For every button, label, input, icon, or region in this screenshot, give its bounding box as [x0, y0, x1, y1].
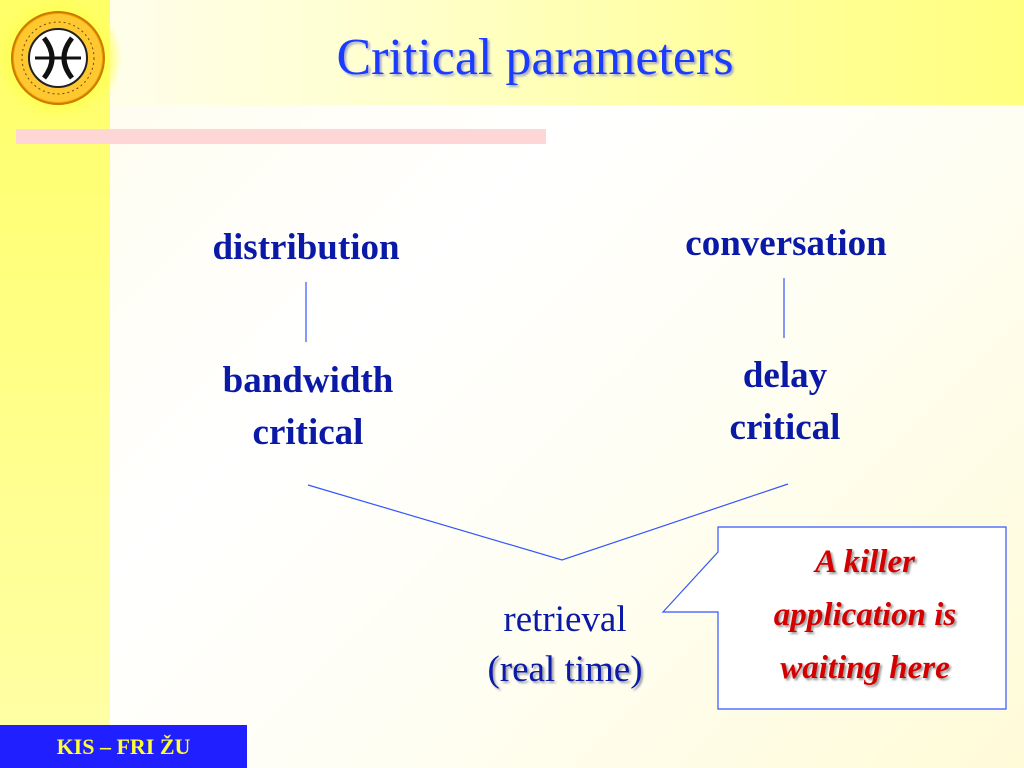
bandwidth-critical-label: critical — [252, 412, 364, 453]
bandwidth-label: bandwidth — [222, 360, 394, 401]
footer-badge: KIS – FRI ŽU — [0, 725, 247, 768]
conversation-label: conversation — [685, 223, 887, 264]
slide-title: Critical parameters — [336, 29, 734, 86]
title-underline-bar — [16, 129, 546, 144]
delay-critical-label: critical — [729, 407, 841, 448]
left-band — [0, 0, 110, 768]
callout-text: A killer application is waiting here — [725, 536, 1005, 695]
node-delay-critical: delay critical — [665, 350, 905, 454]
node-conversation: conversation — [645, 218, 927, 270]
node-distribution: distribution — [170, 222, 442, 274]
university-logo — [0, 0, 122, 122]
callout-line-2: application is — [773, 597, 957, 633]
retrieval-realtime-label: (real time) — [487, 649, 643, 690]
node-bandwidth-critical: bandwidth critical — [178, 355, 438, 459]
delay-label: delay — [742, 355, 828, 396]
retrieval-label: retrieval — [503, 599, 627, 640]
node-retrieval: retrieval (real time) — [445, 595, 685, 695]
distribution-label: distribution — [212, 227, 400, 268]
header-band — [0, 0, 1024, 105]
callout-line-1: A killer — [815, 544, 915, 580]
callout-line-3: waiting here — [780, 650, 950, 686]
